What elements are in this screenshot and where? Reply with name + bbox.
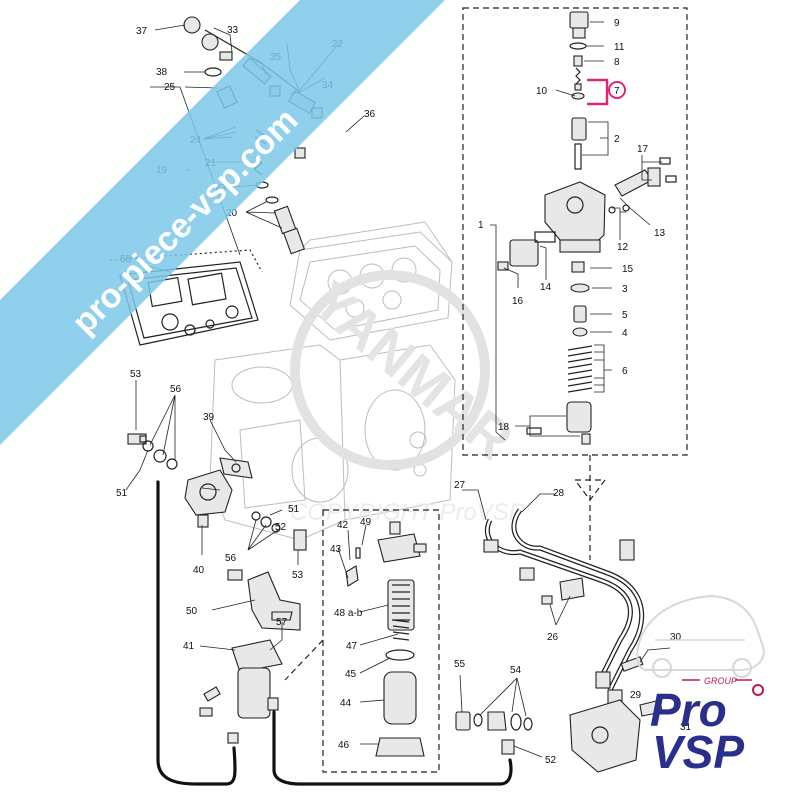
callout-37: 37 bbox=[136, 26, 148, 37]
callout-44: 44 bbox=[340, 698, 352, 709]
callout-4: 4 bbox=[622, 328, 628, 339]
injection-pipes bbox=[483, 508, 645, 707]
callout-30: 30 bbox=[670, 632, 682, 643]
callout-56-mid: 56 bbox=[225, 553, 237, 564]
callout-labels: 37 33 22 35 34 38 25 36 24 21 19 23 20 5… bbox=[116, 18, 692, 766]
callout-17: 17 bbox=[637, 144, 649, 155]
callout-26: 26 bbox=[547, 632, 559, 643]
fuel-filter-41 bbox=[199, 639, 283, 744]
callout-51-left: 51 bbox=[116, 488, 128, 499]
callout-55: 55 bbox=[454, 659, 466, 670]
callout-11: 11 bbox=[614, 42, 625, 53]
callout-48: 48 a-b bbox=[334, 608, 363, 619]
callout-56-top: 56 bbox=[170, 384, 182, 395]
callout-45: 45 bbox=[345, 669, 357, 680]
callout-16: 16 bbox=[512, 296, 524, 307]
injection-pump-assembly bbox=[569, 656, 663, 773]
callout-39: 39 bbox=[203, 412, 215, 423]
highlight-part-7 bbox=[587, 78, 626, 106]
callout-43: 43 bbox=[330, 544, 342, 555]
callout-51-mid: 51 bbox=[288, 504, 300, 515]
callout-46: 46 bbox=[338, 740, 350, 751]
callout-13: 13 bbox=[654, 228, 666, 239]
svg-text:Pro: Pro bbox=[650, 684, 727, 736]
filter-group-box bbox=[322, 509, 440, 773]
svg-text:GROUP: GROUP bbox=[704, 676, 737, 686]
gasket-kit-58 bbox=[109, 249, 263, 346]
callout-10: 10 bbox=[536, 86, 548, 97]
filter-group-pointer bbox=[284, 639, 324, 681]
callout-50: 50 bbox=[186, 606, 198, 617]
callout-15: 15 bbox=[622, 264, 634, 275]
callout-12: 12 bbox=[617, 242, 629, 253]
callout-29: 29 bbox=[630, 690, 642, 701]
svg-text:VSP: VSP bbox=[652, 726, 744, 778]
callout-2: 2 bbox=[614, 134, 620, 145]
callout-31: 31 bbox=[680, 722, 692, 733]
callout-14: 14 bbox=[540, 282, 552, 293]
fuel-hose-left bbox=[156, 480, 237, 786]
callout-8: 8 bbox=[614, 57, 620, 68]
callout-3: 3 bbox=[622, 284, 628, 295]
callout-27: 27 bbox=[454, 480, 466, 491]
callout-53-top: 53 bbox=[130, 369, 142, 380]
callout-20: 20 bbox=[226, 208, 238, 219]
callout-6: 6 bbox=[622, 366, 628, 377]
callout-28: 28 bbox=[553, 488, 565, 499]
callout-38: 38 bbox=[156, 67, 168, 78]
callout-57: 57 bbox=[276, 617, 288, 628]
callout-49: 49 bbox=[360, 517, 372, 528]
top-left-parts bbox=[183, 16, 356, 255]
callout-25: 25 bbox=[164, 82, 176, 93]
filter-components bbox=[345, 521, 427, 757]
injection-pump-group-box bbox=[462, 7, 688, 456]
callout-36: 36 bbox=[364, 109, 376, 120]
callout-18: 18 bbox=[498, 422, 510, 433]
callout-9: 9 bbox=[614, 18, 620, 29]
callout-54: 54 bbox=[510, 665, 522, 676]
callout-7: 7 bbox=[614, 86, 620, 97]
callout-1: 1 bbox=[478, 220, 484, 231]
callout-42: 42 bbox=[337, 520, 349, 531]
callout-40: 40 bbox=[193, 565, 205, 576]
callout-33: 33 bbox=[227, 25, 239, 36]
copyright-watermark: COPYRIGHT ProVSP bbox=[290, 499, 525, 526]
callout-53-mid: 53 bbox=[292, 570, 304, 581]
fuel-hose-bottom bbox=[272, 710, 513, 786]
provsp-logo: GROUP Pro VSP bbox=[636, 594, 766, 778]
callout-52-bottom: 52 bbox=[545, 755, 557, 766]
callout-5: 5 bbox=[622, 310, 628, 321]
fuel-pump-40 bbox=[127, 433, 307, 551]
callout-52: 52 bbox=[275, 522, 287, 533]
bracket-50 bbox=[227, 569, 301, 631]
pump-components bbox=[497, 11, 677, 445]
banjo-parts bbox=[455, 711, 533, 755]
callout-47: 47 bbox=[346, 641, 358, 652]
engine-head-ghost bbox=[289, 221, 453, 341]
callout-41: 41 bbox=[183, 641, 195, 652]
